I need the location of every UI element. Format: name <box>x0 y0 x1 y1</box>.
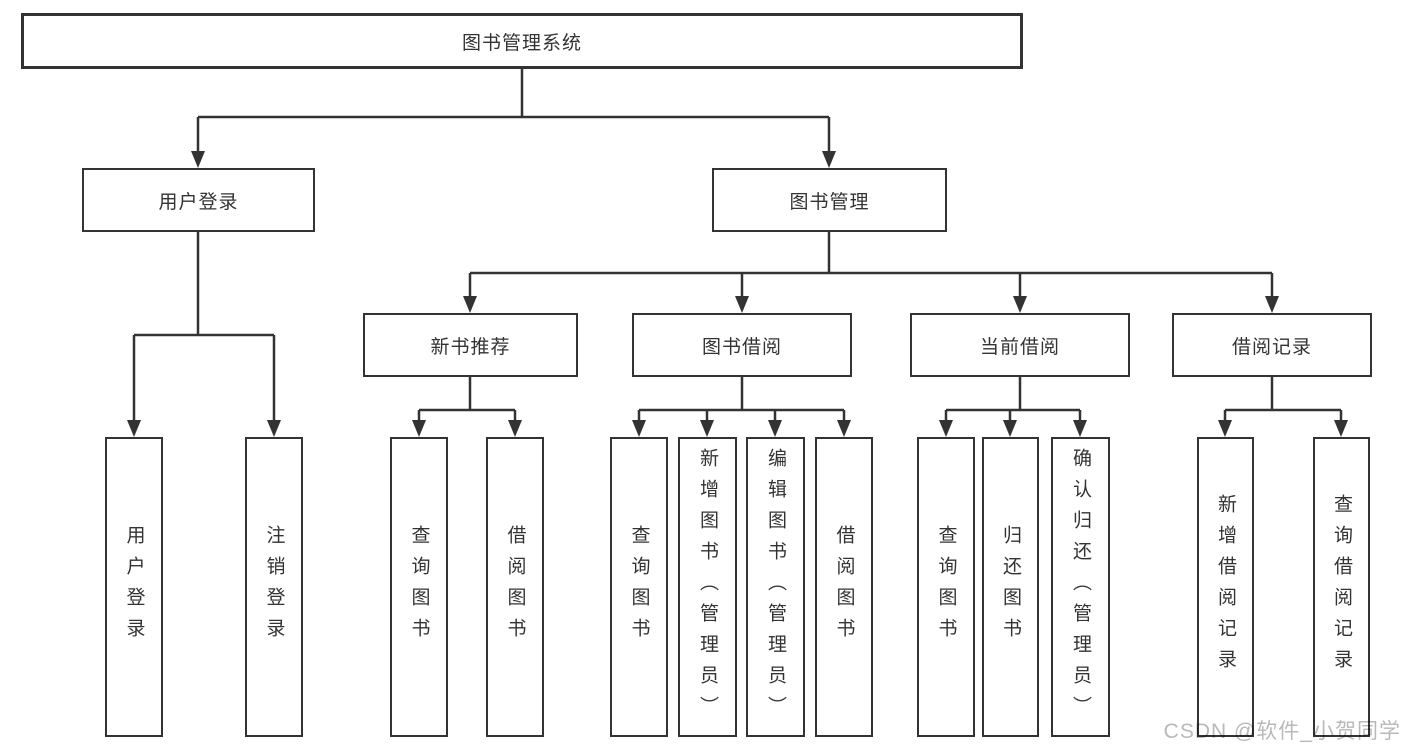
node-current-borrowing: 当前借阅 <box>910 313 1130 377</box>
node-book-borrowing: 图书借阅 <box>632 313 852 377</box>
leaf-query-borrow-record-label: 查询借阅记录 <box>1331 494 1352 680</box>
leaf-query-books-current: 查询图书 <box>917 437 975 737</box>
leaf-query-books-current-label: 查询图书 <box>935 525 957 649</box>
leaf-edit-books-admin: 编辑图书（管理员） <box>746 437 805 737</box>
leaf-add-borrow-record-label: 新增借阅记录 <box>1215 494 1236 680</box>
leaf-query-books-recommend: 查询图书 <box>390 437 448 737</box>
leaf-add-books-admin-label: 新增图书（管理员） <box>697 447 718 727</box>
leaf-borrow-books-recommend: 借阅图书 <box>486 437 544 737</box>
leaf-return-books-label: 归还图书 <box>1000 525 1021 649</box>
node-book-management: 图书管理 <box>712 168 947 232</box>
leaf-logout-label: 注销登录 <box>263 525 285 649</box>
leaf-user-login-label: 用户登录 <box>123 525 145 649</box>
leaf-edit-books-admin-label: 编辑图书（管理员） <box>765 447 786 727</box>
leaf-confirm-return-admin-label: 确认归还（管理员） <box>1070 447 1091 727</box>
leaf-query-borrow-record: 查询借阅记录 <box>1313 437 1370 737</box>
csdn-watermark: CSDN @软件_小贺同学 <box>1163 720 1401 743</box>
leaf-borrow-books-label: 借阅图书 <box>833 525 855 649</box>
leaf-logout: 注销登录 <box>245 437 303 737</box>
leaf-borrow-books: 借阅图书 <box>815 437 873 737</box>
leaf-add-books-admin: 新增图书（管理员） <box>678 437 737 737</box>
leaf-confirm-return-admin: 确认归还（管理员） <box>1051 437 1110 737</box>
leaf-add-borrow-record: 新增借阅记录 <box>1197 437 1254 737</box>
leaf-return-books: 归还图书 <box>982 437 1039 737</box>
node-library-management-system: 图书管理系统 <box>21 13 1023 69</box>
node-new-book-recommendation: 新书推荐 <box>363 313 578 377</box>
leaf-user-login: 用户登录 <box>105 437 163 737</box>
node-borrowing-records: 借阅记录 <box>1172 313 1372 377</box>
leaf-query-books-borrow-label: 查询图书 <box>628 525 650 649</box>
leaf-query-books-recommend-label: 查询图书 <box>408 525 430 649</box>
leaf-borrow-books-recommend-label: 借阅图书 <box>504 525 526 649</box>
node-user-login: 用户登录 <box>82 168 315 232</box>
leaf-query-books-borrow: 查询图书 <box>610 437 668 737</box>
